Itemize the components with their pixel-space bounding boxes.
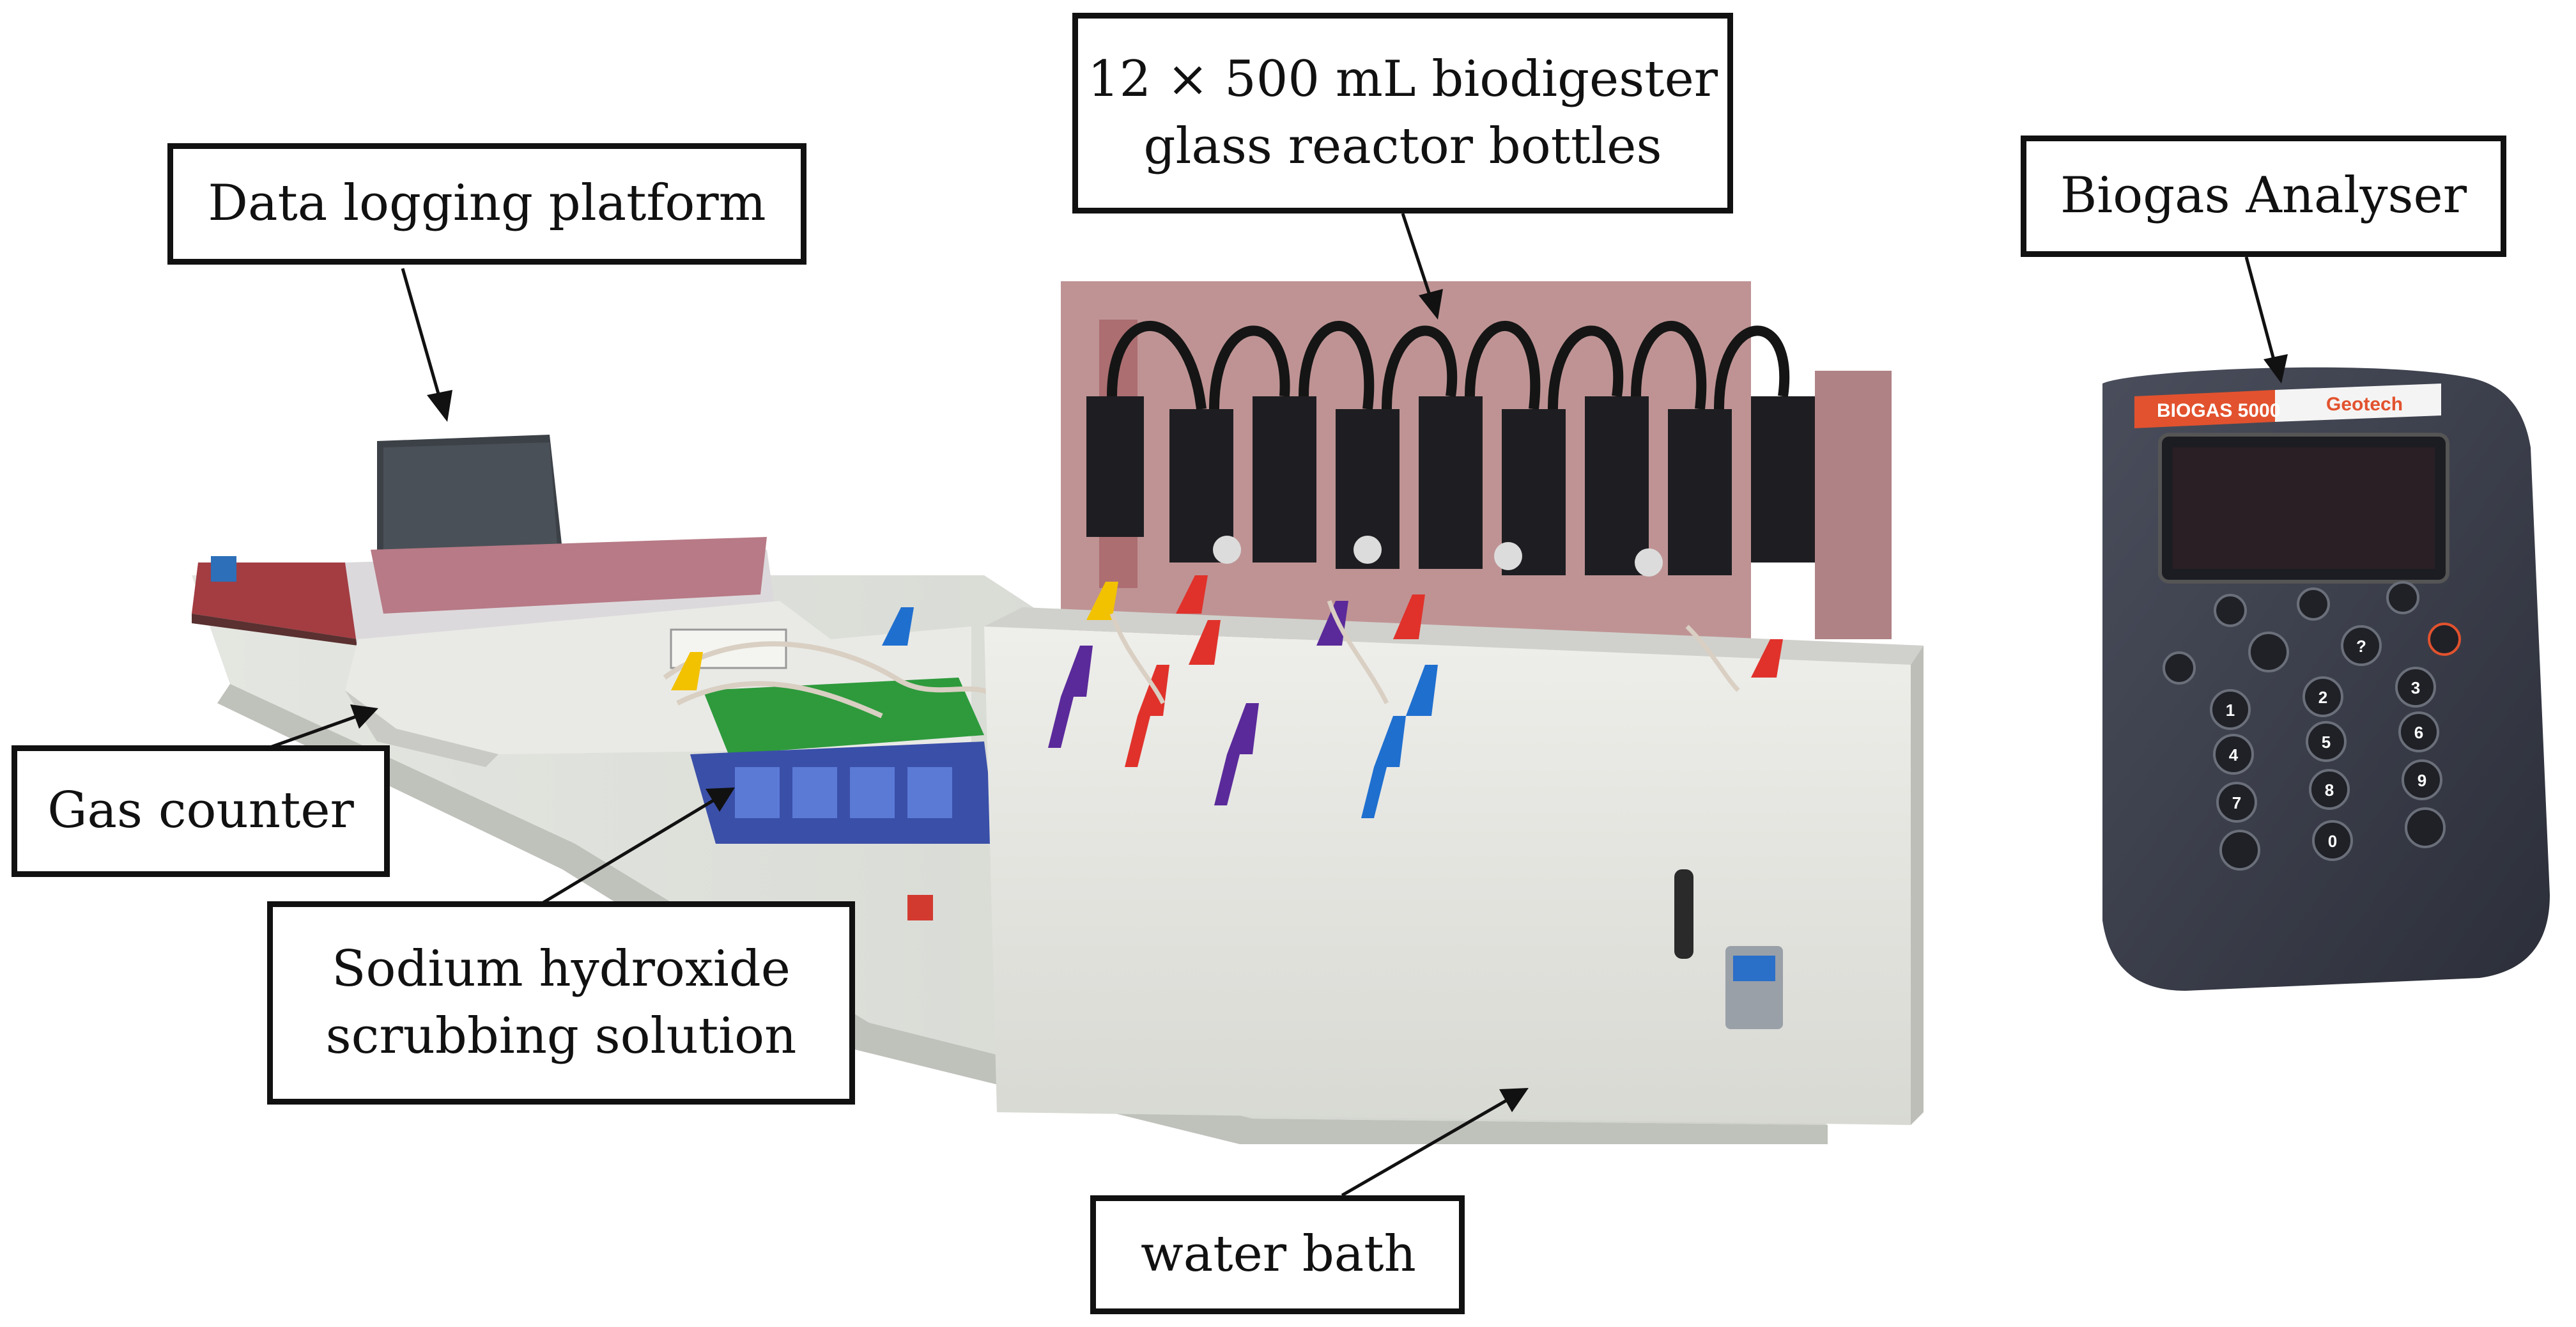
- key-3: 3: [2411, 678, 2420, 697]
- callout-naoh-line2: scrubbing solution: [325, 1007, 797, 1065]
- callout-bottles-line1: 12 × 500 mL biodigester: [1087, 50, 1718, 108]
- key-help: ?: [2356, 637, 2366, 656]
- key-5: 5: [2322, 733, 2331, 752]
- key-9: 9: [2418, 771, 2426, 790]
- biogas-analyser-device: BIOGAS 5000 Geotech 1 2 3 4 5 6: [2102, 367, 2550, 991]
- hose-clamps: [671, 575, 1783, 818]
- callout-analyser-text: Biogas Analyser: [2060, 167, 2467, 225]
- analyser-model-label: BIOGAS 5000: [2157, 400, 2280, 421]
- callout-gas-counter: Gas counter: [12, 745, 390, 877]
- callout-water-bath-text: water bath: [1141, 1225, 1416, 1284]
- key-7: 7: [2232, 793, 2241, 812]
- key-2: 2: [2318, 688, 2327, 707]
- key-8: 8: [2325, 780, 2334, 800]
- key-4: 4: [2229, 745, 2239, 764]
- analyser-brand-label: Geotech: [2326, 394, 2403, 415]
- callout-gas-counter-text: Gas counter: [47, 782, 354, 840]
- callout-data-logging-text: Data logging platform: [208, 175, 766, 233]
- callout-data-logging-platform: Data logging platform: [167, 143, 806, 265]
- water-bath-device: [984, 607, 1924, 1125]
- data-logging-platform-device: [192, 435, 780, 652]
- callout-bottles-line2: glass reactor bottles: [1143, 118, 1662, 175]
- callout-biogas-analyser: Biogas Analyser: [2021, 136, 2506, 257]
- callout-water-bath: water bath: [1090, 1195, 1465, 1314]
- naoh-scrubbing-tray: [663, 641, 999, 920]
- callout-naoh-scrubbing: Sodium hydroxide scrubbing solution: [267, 901, 855, 1105]
- key-6: 6: [2414, 723, 2423, 742]
- callout-naoh-line1: Sodium hydroxide: [332, 940, 791, 998]
- reactor-bottles: [1086, 321, 1815, 577]
- callout-reactor-bottles: 12 × 500 mL biodigester glass reactor bo…: [1072, 13, 1733, 213]
- key-0: 0: [2328, 832, 2337, 851]
- analyser-keypad: 1 2 3 4 5 6 7 8 9 0 ?: [2210, 637, 2446, 871]
- key-1: 1: [2226, 701, 2235, 720]
- callout-arrows: [268, 213, 2288, 1197]
